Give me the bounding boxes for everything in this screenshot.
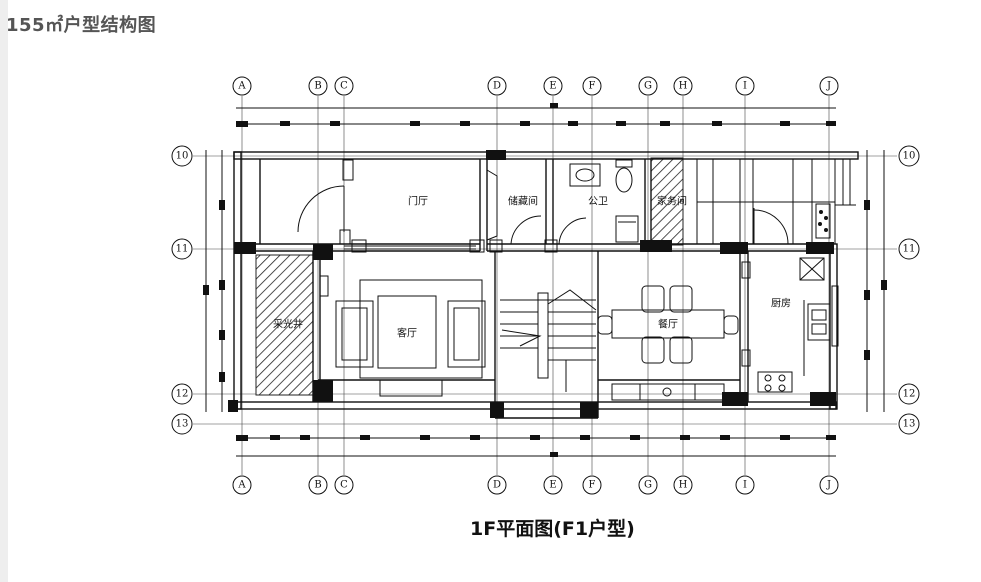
grid-label-d-top: D	[493, 81, 501, 92]
left-margin-bar	[0, 0, 8, 582]
grid-label-e-bottom: E	[549, 480, 556, 491]
window-marks	[319, 159, 839, 367]
grid-bubble-12-left	[171, 383, 193, 405]
grid-label-b-top: B	[314, 81, 321, 92]
storage-shelf	[486, 169, 498, 241]
grid-bubble-g-bottom	[638, 475, 658, 495]
bathroom-fixtures	[569, 159, 639, 243]
grid-bubble-13-left	[171, 413, 193, 435]
grid-bubble-f-bottom	[582, 475, 602, 495]
room-label-utility: 家务间	[657, 195, 687, 208]
grid-label-a-top: A	[237, 81, 246, 92]
grid-label-12-left: 12	[176, 389, 189, 400]
staircase	[500, 289, 597, 392]
room-label-dining: 餐厅	[658, 318, 678, 331]
grid-label-a-bottom: A	[237, 480, 246, 491]
grid-bubble-11-right	[898, 238, 920, 260]
hatched-areas	[255, 157, 684, 396]
grid-bubble-i-top	[735, 76, 755, 96]
page-title: 155㎡户型结构图	[6, 15, 157, 36]
grid-bubbles-rows	[171, 145, 920, 435]
room-label-storage: 储藏间	[508, 195, 538, 208]
grid-label-d-bottom: D	[493, 480, 501, 491]
dimension-ticks	[203, 103, 887, 457]
grid-bubble-12-right	[898, 383, 920, 405]
grid-bubble-g-top	[638, 76, 658, 96]
grid-label-i-bottom: I	[743, 480, 747, 491]
grid-label-10-right: 10	[903, 151, 916, 162]
plant-icon	[818, 210, 828, 232]
grid-label-i-top: I	[743, 81, 747, 92]
grid-label-10-left: 10	[176, 151, 189, 162]
grid-bubble-e-bottom	[543, 475, 563, 495]
grid-bubble-b-bottom	[308, 475, 328, 495]
grid-bubble-a-bottom	[232, 475, 252, 495]
grid-bubbles-bottom	[232, 475, 839, 495]
glazed-screen	[696, 152, 859, 245]
grid-bubble-h-bottom	[673, 475, 693, 495]
grid-label-f-top: F	[589, 81, 596, 92]
grid-bubble-h-top	[673, 76, 693, 96]
grid-bubble-d-top	[487, 76, 507, 96]
grid-label-g-bottom: G	[644, 480, 652, 491]
living-room-furniture	[335, 279, 486, 397]
grid-bubble-11-left	[171, 238, 193, 260]
grid-bubble-i-bottom	[735, 475, 755, 495]
grid-bubble-c-bottom	[334, 475, 354, 495]
room-label-foyer: 门厅	[408, 195, 428, 208]
plan-caption: 1F平面图(F1户型)	[470, 518, 635, 540]
grid-bubble-e-top	[543, 76, 563, 96]
grid-label-11-right: 11	[903, 244, 916, 255]
grid-bubbles-top	[232, 76, 839, 96]
grid-bubble-j-top	[819, 76, 839, 96]
grid-bubble-j-bottom	[819, 475, 839, 495]
grid-label-b-bottom: B	[314, 480, 321, 491]
grid-label-j-bottom: J	[826, 480, 831, 491]
grid-bubble-10-right	[898, 145, 920, 167]
structural-columns	[228, 150, 836, 418]
grid-bubble-a-top	[232, 76, 252, 96]
grid-bubble-10-left	[171, 145, 193, 167]
doors	[297, 185, 789, 250]
grid-label-13-left: 13	[176, 419, 189, 430]
room-label-kitchen: 厨房	[771, 297, 791, 310]
grid-label-j-top: J	[826, 81, 831, 92]
grid-bubble-c-top	[334, 76, 354, 96]
grid-bubble-d-bottom	[487, 475, 507, 495]
grid-label-12-right: 12	[903, 389, 916, 400]
room-label-bathroom: 公卫	[588, 197, 608, 208]
grid-label-h-bottom: H	[679, 480, 688, 491]
grid-label-13-right: 13	[903, 419, 916, 430]
grid-label-c-top: C	[340, 81, 348, 92]
grid-bubble-13-right	[898, 413, 920, 435]
grid-label-c-bottom: C	[340, 480, 348, 491]
room-label-living: 客厅	[397, 327, 417, 340]
kitchen-fixtures	[757, 257, 831, 393]
grid-label-11-left: 11	[176, 244, 189, 255]
grid-label-g-top: G	[644, 81, 652, 92]
grid-bubble-b-top	[308, 76, 328, 96]
grid-bubble-f-top	[582, 76, 602, 96]
grid-label-e-top: E	[549, 81, 556, 92]
room-label-lightwell: 采光井	[273, 318, 303, 331]
grid-label-f-bottom: F	[589, 480, 596, 491]
grid-label-h-top: H	[679, 81, 688, 92]
dining-furniture	[597, 285, 739, 401]
